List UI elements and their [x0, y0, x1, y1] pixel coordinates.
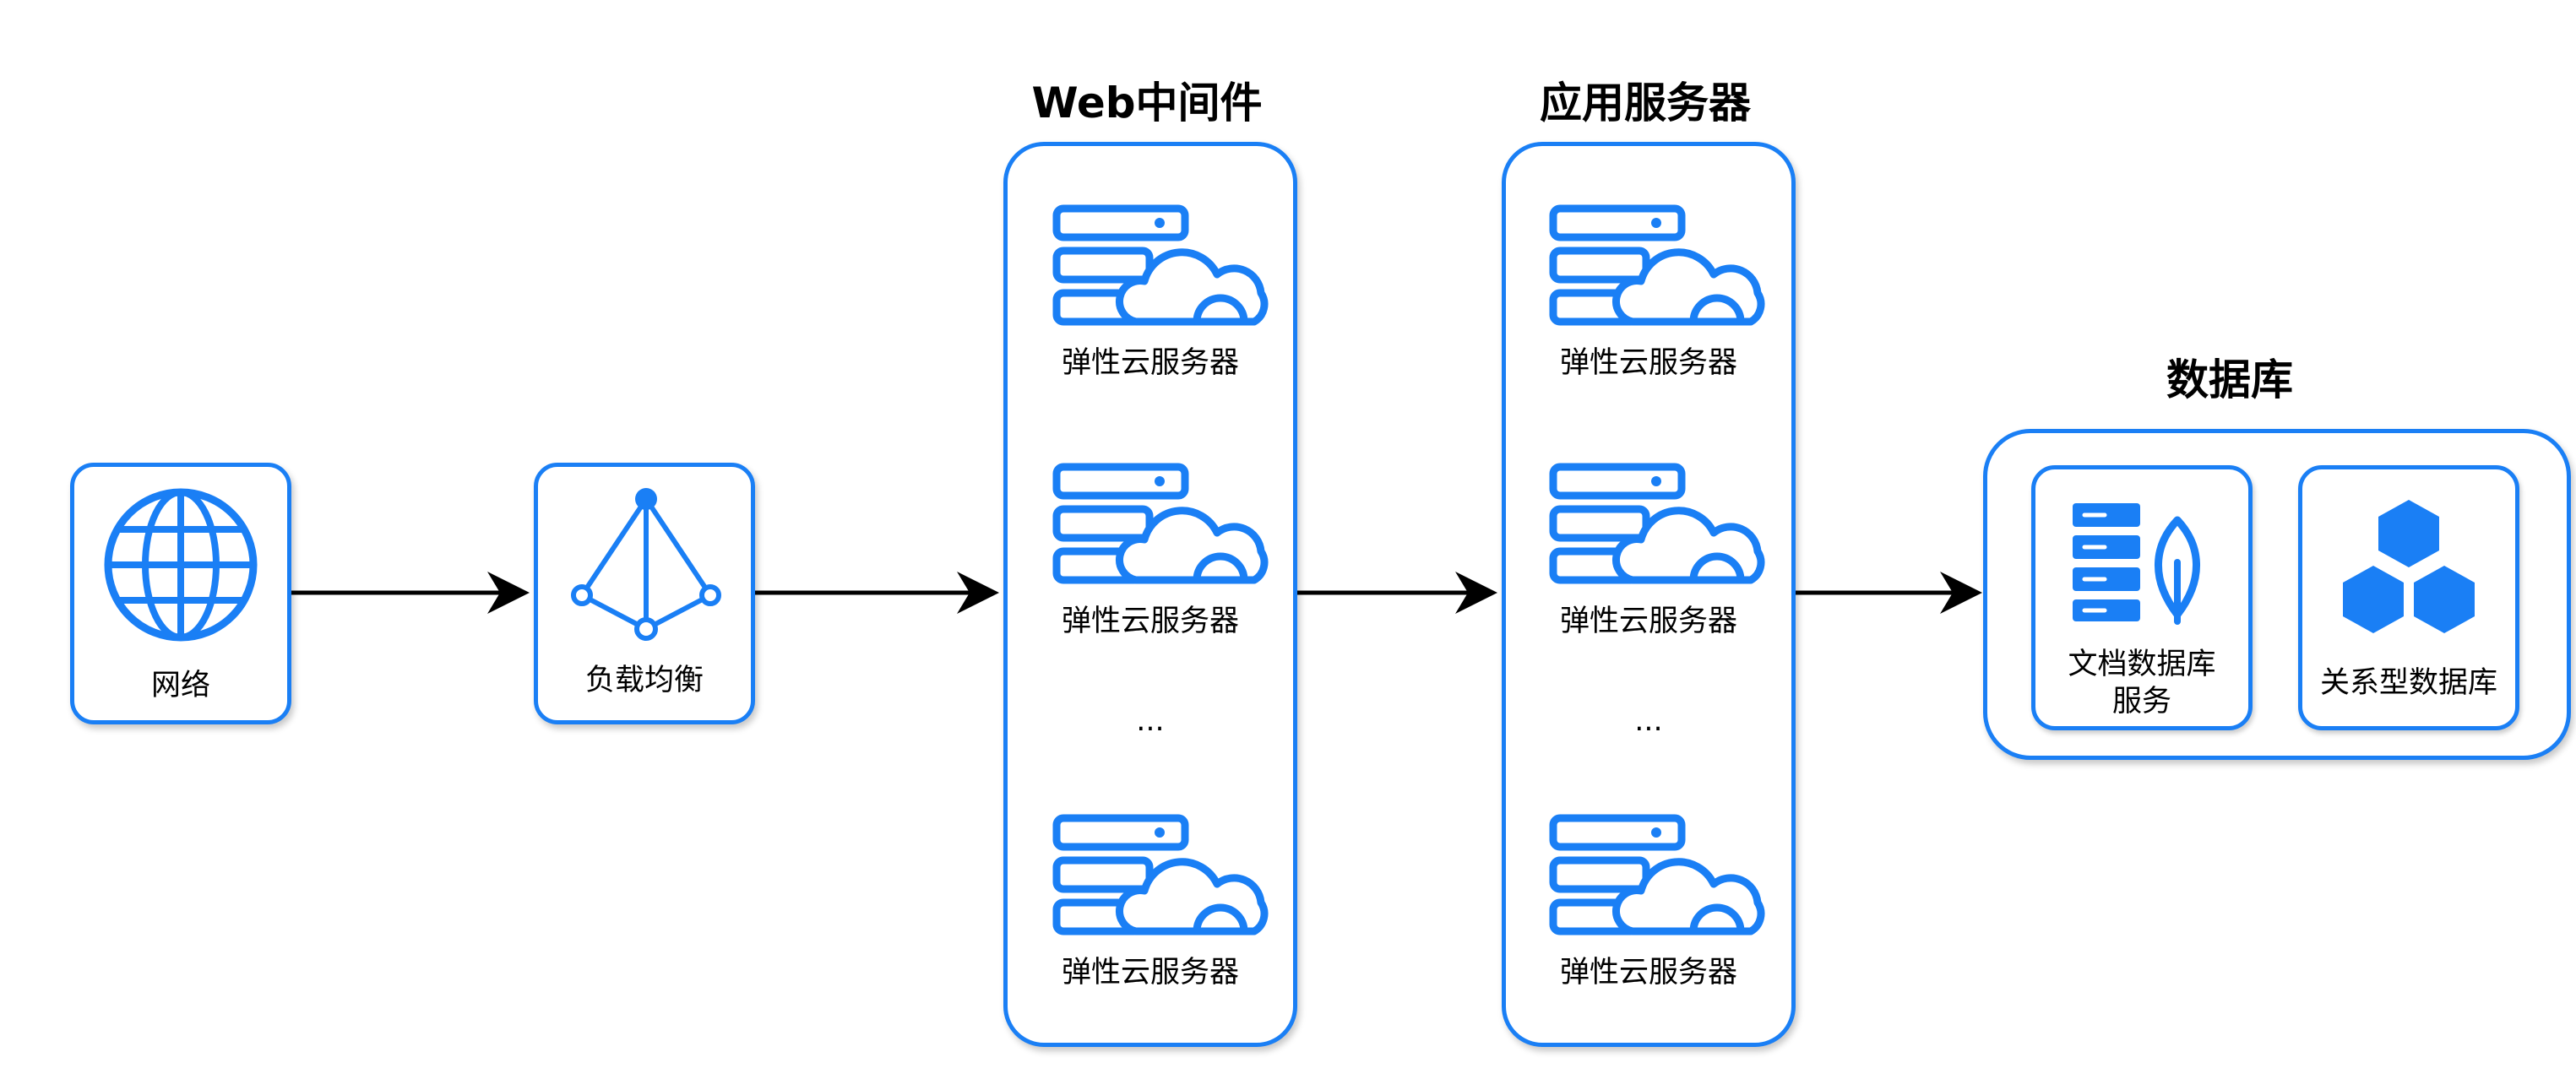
cloud-server-icon	[1052, 462, 1271, 592]
cloud-server-icon	[1548, 813, 1768, 943]
app-server-title: 应用服务器	[1540, 79, 1751, 127]
cloud-server-icon	[1548, 462, 1768, 592]
network-label: 网络	[150, 669, 210, 702]
ellipsis: ...	[1136, 704, 1165, 738]
web-middleware-title: Web中间件	[1031, 79, 1263, 127]
ellipsis: ...	[1634, 704, 1663, 738]
database-title: 数据库	[2166, 355, 2293, 404]
cloud-server-icon	[1052, 813, 1271, 943]
relational-db-node[interactable]: 关系型数据库	[2298, 465, 2519, 730]
cloud-server-icon	[1548, 203, 1768, 334]
web-middleware-group[interactable]: 弹性云服务器 弹性云服务器 ... 弹性云服务器	[1003, 142, 1297, 1047]
server-label: 弹性云服务器	[1061, 605, 1239, 638]
cloud-server-icon	[1052, 203, 1271, 334]
load-balancer-node[interactable]: 负载均衡	[534, 463, 755, 724]
document-db-label-line1: 文档数据库	[2068, 648, 2216, 681]
document-db-icon	[2073, 503, 2216, 625]
load-balancer-icon	[570, 488, 722, 646]
server-label: 弹性云服务器	[1559, 605, 1737, 638]
hexagon-cluster-icon	[2338, 498, 2480, 640]
server-label: 弹性云服务器	[1061, 346, 1239, 380]
globe-icon	[101, 485, 260, 648]
document-db-node[interactable]: 文档数据库 服务	[2031, 465, 2253, 730]
server-label: 弹性云服务器	[1559, 346, 1737, 380]
app-server-group[interactable]: 弹性云服务器 弹性云服务器 ... 弹性云服务器	[1502, 142, 1796, 1047]
relational-db-label: 关系型数据库	[2319, 666, 2497, 700]
load-balancer-label: 负载均衡	[584, 664, 704, 697]
server-label: 弹性云服务器	[1061, 956, 1239, 990]
server-label: 弹性云服务器	[1559, 956, 1737, 990]
document-db-label-line2: 服务	[2111, 685, 2171, 719]
database-group[interactable]: 文档数据库 服务 关系型数据库	[1983, 429, 2571, 760]
network-node[interactable]: 网络	[70, 463, 291, 724]
